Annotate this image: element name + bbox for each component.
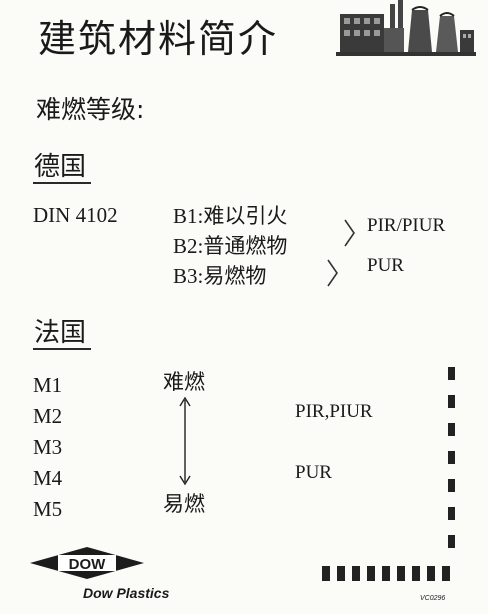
border-square: [448, 479, 455, 492]
border-square: [367, 566, 375, 581]
border-square: [448, 535, 455, 548]
french-class-m3: M3: [33, 435, 63, 459]
class-label: 难以引火: [203, 204, 288, 228]
border-square: [442, 566, 450, 581]
brand-name: Dow Plastics: [83, 585, 170, 601]
french-class-m2: M2: [33, 404, 63, 428]
germany-material-top: PIR/PIUR: [367, 215, 446, 236]
french-class-m1: M1: [33, 373, 63, 397]
border-square: [382, 566, 390, 581]
dow-logo-text: DOW: [69, 556, 107, 573]
german-class-b3: B3:易燃物: [173, 260, 266, 290]
france-heading: 法国: [34, 318, 87, 348]
class-label: 易燃物: [203, 264, 267, 288]
germany-material-bottom: PUR: [367, 255, 404, 276]
border-square: [448, 395, 455, 408]
scale-label-bottom: 易燃: [163, 492, 205, 516]
class-code: B1:: [173, 204, 204, 228]
fire-rating-heading: 难燃等级:: [36, 95, 145, 124]
class-code: B3:: [173, 264, 204, 288]
border-square: [427, 566, 435, 581]
border-square: [352, 566, 360, 581]
germany-heading: 德国: [34, 152, 87, 182]
scale-label-top: 难燃: [163, 370, 205, 394]
border-square: [397, 566, 405, 581]
france-material-top: PIR,PIUR: [295, 401, 373, 422]
france-underline: [33, 348, 91, 350]
closing-bracket-icon: [327, 259, 338, 287]
french-class-m4: M4: [33, 466, 63, 490]
factory-illustration-icon: [336, 0, 476, 56]
border-square: [448, 367, 455, 380]
din-standard: DIN 4102: [33, 203, 118, 227]
french-class-m5: M5: [33, 497, 63, 521]
dow-diamond-logo-icon: DOW: [30, 547, 144, 579]
german-class-b2: B2:普通燃物: [173, 230, 287, 260]
germany-underline: [33, 182, 91, 184]
border-square: [448, 423, 455, 436]
class-label: 普通燃物: [203, 234, 288, 258]
page-title: 建筑材料简介: [38, 17, 279, 61]
double-headed-arrow-icon: [179, 396, 191, 486]
german-class-b1: B1:难以引火: [173, 200, 287, 230]
class-code: B2:: [173, 234, 204, 258]
border-square: [412, 566, 420, 581]
border-square: [337, 566, 345, 581]
document-code: VC0296: [420, 595, 446, 602]
border-square: [448, 451, 455, 464]
france-material-bottom: PUR: [295, 462, 332, 483]
border-square: [448, 507, 455, 520]
closing-bracket-icon: [344, 219, 355, 247]
border-square: [322, 566, 330, 581]
